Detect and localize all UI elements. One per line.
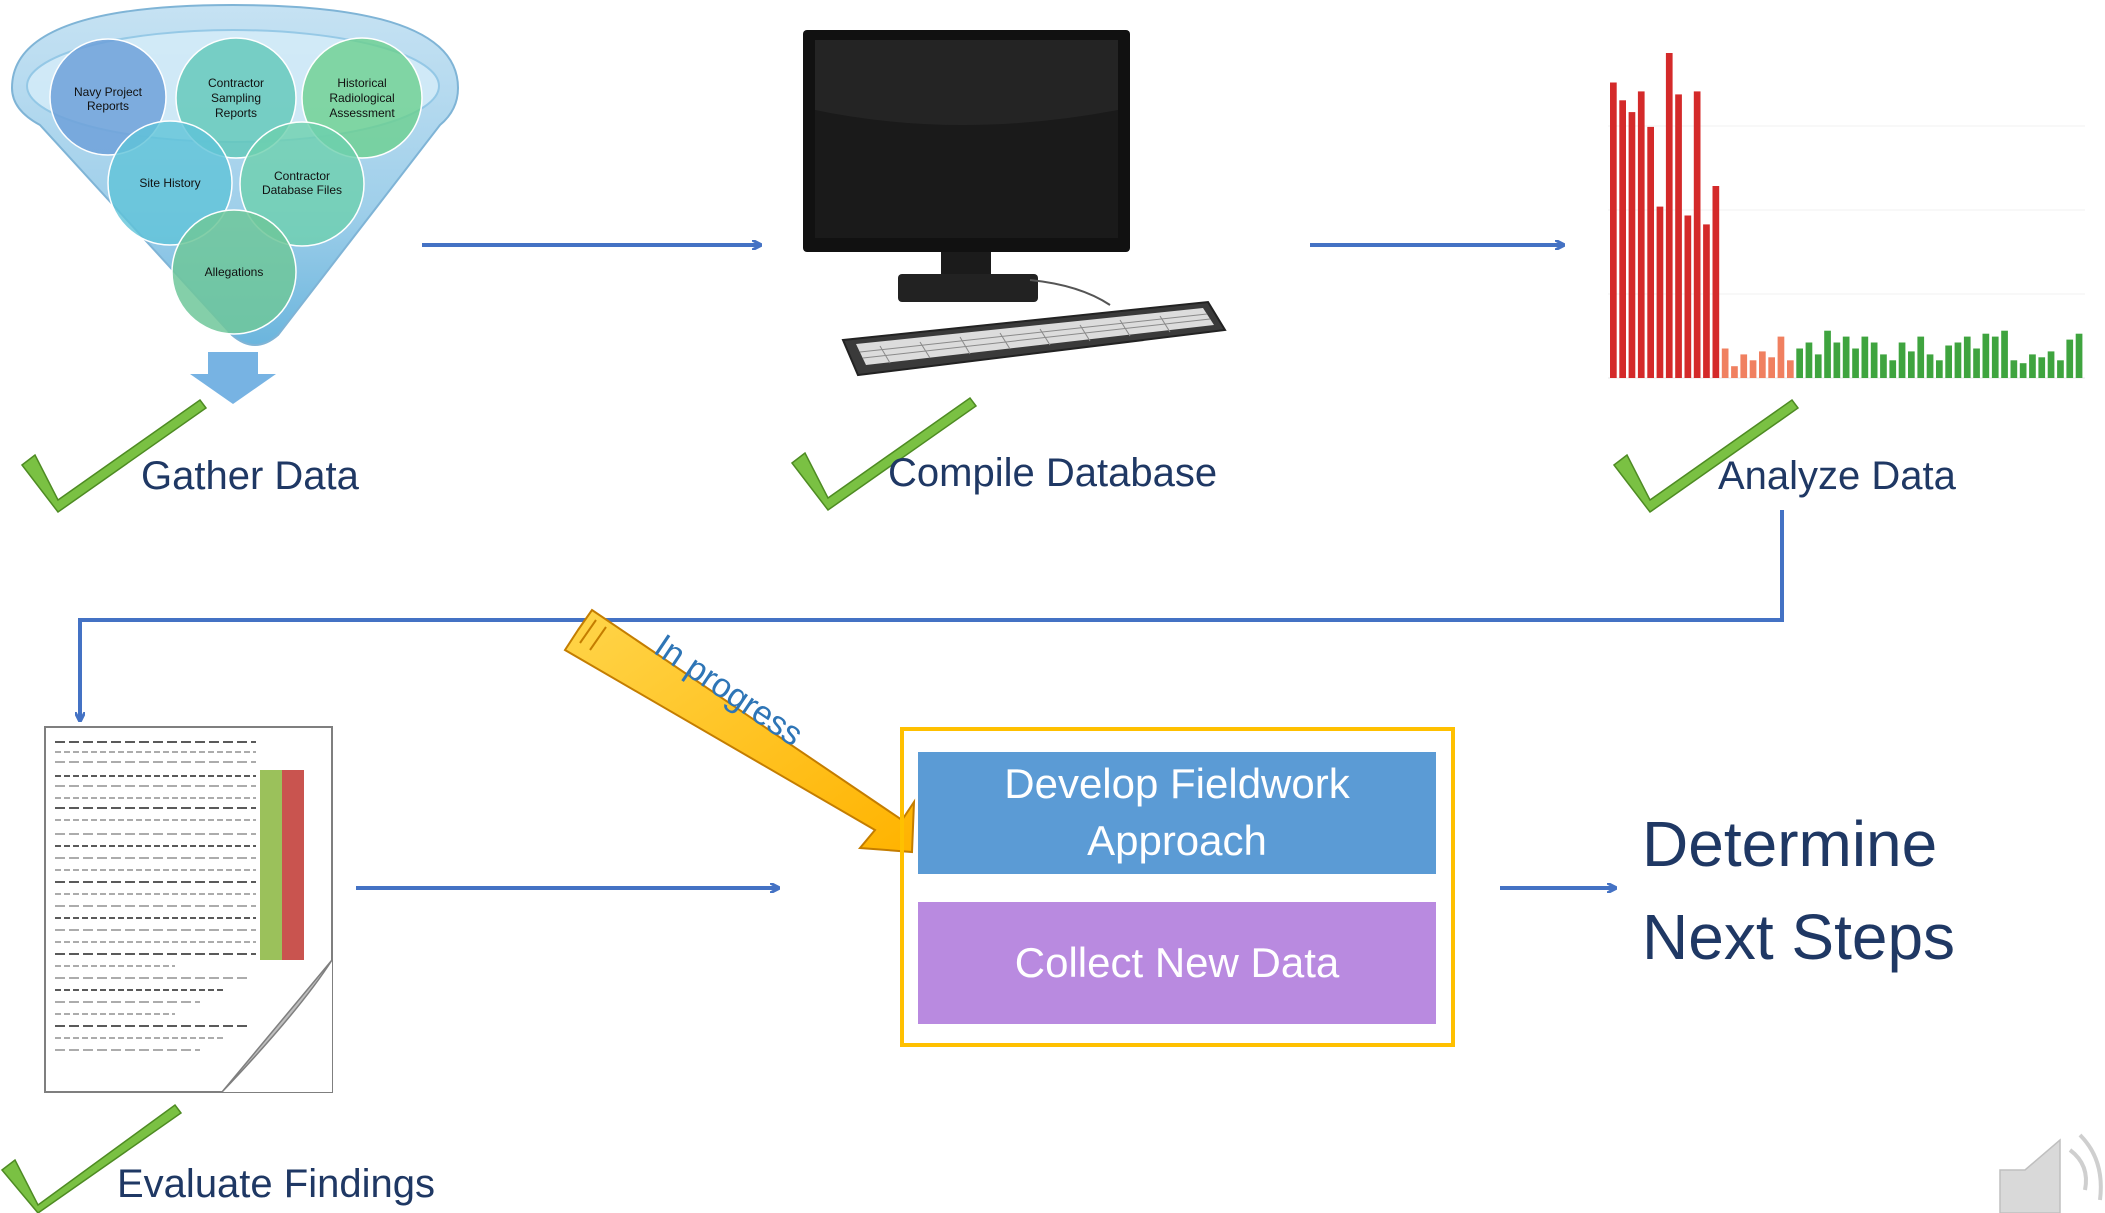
chart-bar [2057, 360, 2064, 378]
chart-bar [2047, 351, 2055, 378]
chart-bar [1936, 360, 1943, 378]
chart-bar [1721, 348, 1729, 378]
chart-bar [2029, 354, 2036, 378]
step-label-compile: Compile Database [888, 451, 1218, 495]
chart-bar [2066, 339, 2074, 378]
chart-bar [1926, 354, 1934, 378]
chart-bar [1861, 336, 1869, 378]
chart-bar [1842, 336, 1850, 378]
chart-bar [1963, 336, 1971, 378]
circle-label-contractor-database: Contractor Database Files [261, 169, 343, 198]
chart-bar [1656, 206, 1664, 378]
circle-label-site-history: Site History [139, 176, 201, 190]
circle-navy-reports [49, 38, 167, 156]
chart-bar [1731, 366, 1738, 378]
chart-bar [1954, 342, 1962, 378]
chart-bar [1610, 82, 1617, 378]
arrow-analyze-to-evaluate [80, 510, 1784, 720]
chart-bar [1787, 360, 1794, 378]
develop-fieldwork-box: Develop Fieldwork Approach [918, 752, 1436, 874]
check-icon-analyze [1612, 398, 1800, 514]
chart-bar [1619, 100, 1626, 379]
chart-bar [1908, 351, 1915, 378]
bar-chart [1608, 53, 2085, 379]
chart-bar [1637, 91, 1645, 379]
circle-allegations [171, 209, 297, 335]
chart-bar [1898, 342, 1906, 378]
chart-bar [1684, 215, 1692, 378]
chart-bar [1982, 333, 1990, 378]
funnel-graphic [10, 3, 460, 404]
chart-bar [2019, 363, 2027, 378]
chart-bar [1991, 336, 1999, 378]
circle-label-historical-assessment: Historical Radiological Assessment [329, 76, 395, 120]
circle-label-contractor-sampling: Contractor Sampling Reports [207, 76, 265, 120]
chart-bar [1768, 357, 1775, 378]
check-icon-evaluate [0, 1103, 183, 1213]
chart-bar [1973, 348, 1980, 378]
chart-bar [1917, 336, 1925, 378]
chart-bar [1712, 186, 1720, 378]
collect-new-data-box: Collect New Data [918, 902, 1436, 1024]
chart-bar [1665, 53, 1673, 378]
speaker-icon [1999, 1133, 2103, 1213]
chart-bar [1796, 348, 1803, 378]
chart-bar [1693, 91, 1701, 379]
computer-graphic [803, 30, 1227, 377]
chart-bar [1833, 342, 1841, 378]
step-label-analyze: Analyze Data [1718, 454, 1956, 498]
chart-bar [2001, 330, 2008, 378]
chart-bar [1852, 348, 1859, 378]
circle-contractor-sampling [175, 37, 297, 159]
chart-bar [2075, 333, 2083, 378]
chart-bar [2038, 357, 2046, 378]
check-icons [0, 396, 1800, 1213]
chart-bar [2010, 360, 2018, 378]
check-icon-gather [20, 398, 208, 514]
chart-bar [1749, 360, 1757, 378]
step-label-gather: Gather Data [141, 454, 359, 498]
step-label-evaluate: Evaluate Findings [117, 1162, 435, 1206]
circle-contractor-database [239, 121, 365, 247]
chart-bar [1880, 354, 1887, 378]
chart-bar [1647, 126, 1654, 379]
in-progress-banner: In progress [563, 608, 916, 854]
check-icon-compile [790, 396, 978, 512]
circle-label-navy-reports: Navy Project Reports [73, 85, 143, 114]
circle-site-history [107, 120, 233, 246]
chart-bar [1759, 351, 1766, 378]
funnel-labels: Navy Project Reports Contractor Sampling… [0, 0, 470, 410]
chart-bar [1675, 94, 1682, 379]
circle-historical-assessment [301, 37, 423, 159]
chart-bar [1805, 342, 1813, 378]
circle-label-allegations: Allegations [204, 265, 264, 279]
chart-bar [1777, 336, 1785, 378]
chart-bar [1703, 224, 1710, 378]
funnel-circles [49, 37, 423, 335]
chart-bar [1740, 354, 1748, 378]
chart-bar [1889, 360, 1897, 378]
chart-bar [1945, 345, 1952, 378]
chart-bar [1870, 342, 1878, 378]
action-group [900, 727, 1455, 1047]
document-graphic [44, 726, 333, 1093]
next-steps-label: Determine Next Steps [1642, 808, 1956, 973]
chart-bar [1628, 112, 1636, 378]
chart-bar [1824, 330, 1831, 378]
chart-bar [1814, 354, 1822, 378]
connector-arrows [80, 245, 1784, 888]
